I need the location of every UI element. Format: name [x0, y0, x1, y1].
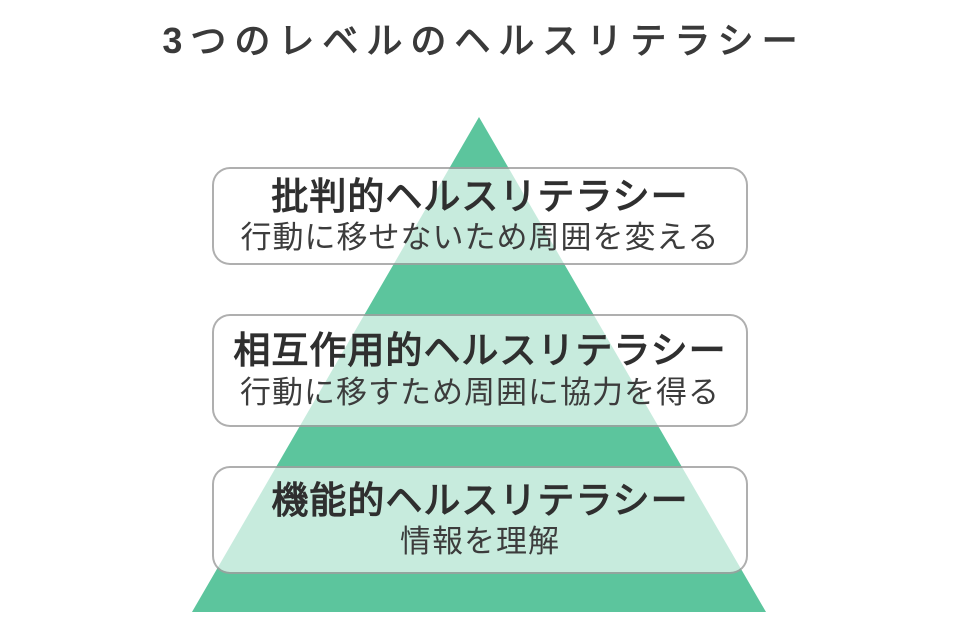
level-name: 機能的ヘルスリテラシー	[271, 479, 689, 521]
page-title: 3つのレベルのヘルスリテラシー	[162, 20, 806, 61]
level-name: 批判的ヘルスリテラシー	[271, 175, 689, 217]
level-description: 情報を理解	[400, 524, 560, 560]
level-description: 行動に移せないため周囲を変える	[240, 220, 720, 256]
level-description: 行動に移すため周囲に協力を得る	[240, 374, 720, 410]
level-box-functional: 機能的ヘルスリテラシー 情報を理解	[212, 466, 748, 574]
level-box-interactive: 相互作用的ヘルスリテラシー 行動に移すため周囲に協力を得る	[212, 314, 748, 427]
level-name: 相互作用的ヘルスリテラシー	[233, 330, 727, 372]
level-box-critical: 批判的ヘルスリテラシー 行動に移せないため周囲を変える	[212, 167, 748, 265]
